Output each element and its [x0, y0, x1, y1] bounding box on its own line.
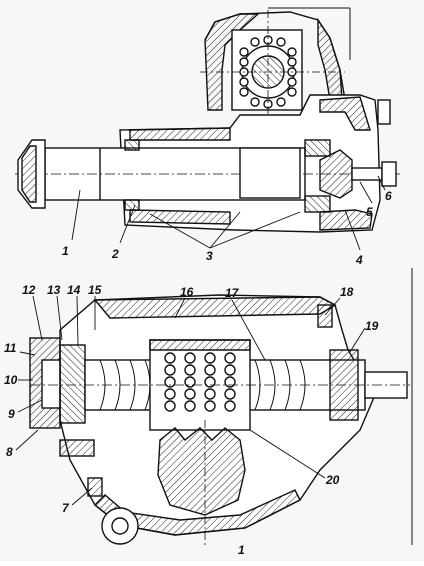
callout-top-3: 3 [206, 249, 213, 263]
housing-bolt [377, 99, 391, 125]
callout-bot-12: 12 [22, 283, 36, 297]
sector-gear [157, 427, 246, 516]
left-bearing [124, 139, 140, 151]
drain-plug [87, 477, 103, 497]
callout-top-5: 5 [366, 205, 373, 219]
callout-bot-19: 19 [365, 319, 379, 333]
adjusting-screw [319, 149, 353, 199]
callout-bot-8: 8 [6, 445, 13, 459]
callout-bot-16: 16 [180, 285, 194, 299]
callout-bot-1: 1 [238, 543, 245, 557]
callout-top-4: 4 [355, 253, 363, 267]
callout-top-1: 1 [62, 244, 69, 258]
callout-labels: 1 2 3 4 5 6 12 13 14 15 16 17 18 11 19 1… [4, 189, 392, 557]
callout-bot-11: 11 [4, 341, 17, 355]
callout-top-2: 2 [111, 247, 119, 261]
callout-bot-10: 10 [4, 373, 18, 387]
recirculating-balls [164, 352, 236, 412]
callout-bot-7: 7 [62, 501, 70, 515]
callout-bot-14: 14 [67, 283, 81, 297]
callout-bot-20: 20 [325, 473, 340, 487]
callout-bot-9: 9 [8, 407, 15, 421]
callout-bot-13: 13 [47, 283, 61, 297]
bottom-view [15, 268, 413, 545]
callout-bot-17: 17 [225, 286, 240, 300]
callout-top-6: 6 [385, 189, 392, 203]
right-bearing [304, 139, 331, 157]
bearing-balls [239, 35, 297, 109]
callout-bot-18: 18 [340, 285, 354, 299]
top-view [15, 7, 400, 251]
callout-bot-15: 15 [88, 283, 102, 297]
